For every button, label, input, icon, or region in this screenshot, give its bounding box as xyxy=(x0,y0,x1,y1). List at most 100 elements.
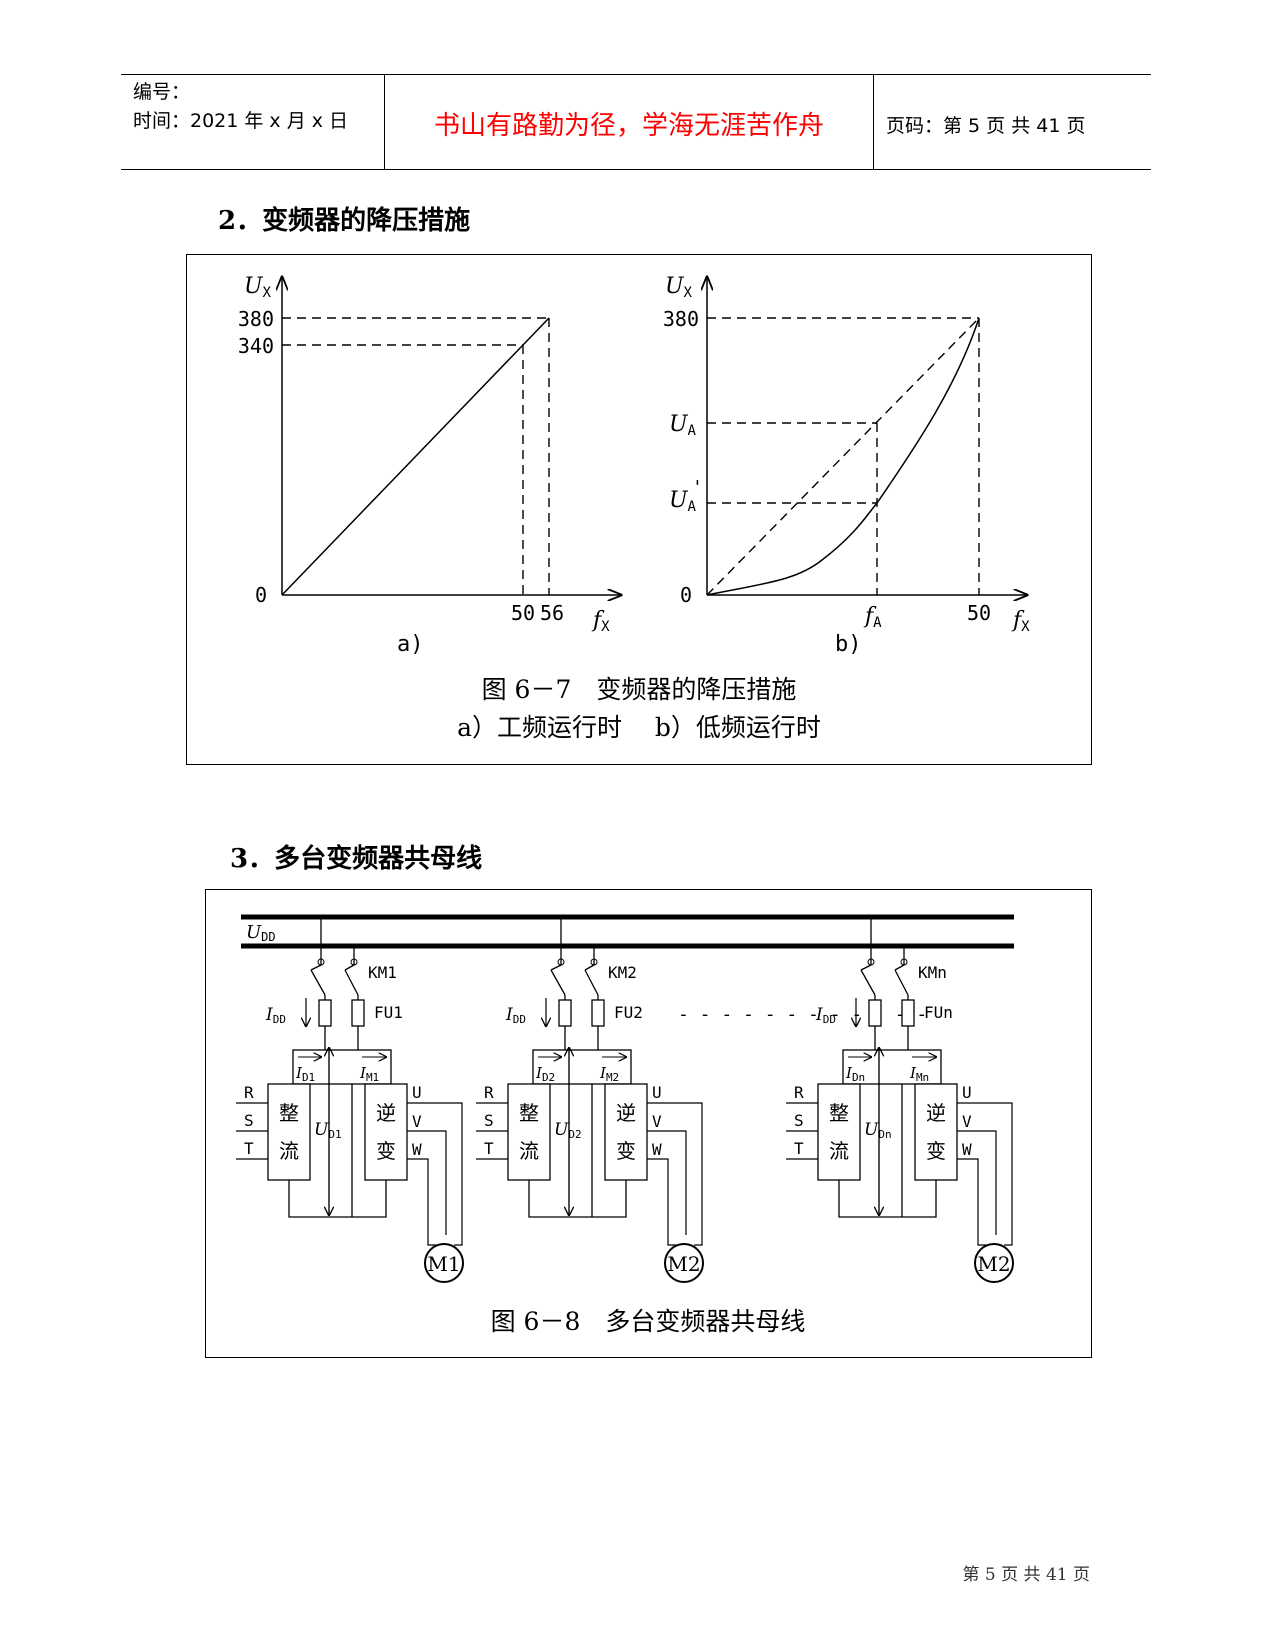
unit-dc-frame-top xyxy=(292,1049,392,1085)
unit-n: KMn FUn IDD IDn IMn 整 流 逆 变 UDn R S T U … xyxy=(786,917,1014,1283)
b-y-axis-label: UX xyxy=(665,274,693,301)
unit-rectifier-label-1: 整 xyxy=(279,1101,299,1125)
unit-inverter-box xyxy=(364,1083,408,1181)
b-ua-label: UA xyxy=(669,412,697,439)
a-x-axis-label: fX xyxy=(591,608,610,635)
unit-rectifier-box xyxy=(267,1083,311,1181)
unit-t-label: T xyxy=(794,1139,804,1158)
unit-fuse-left xyxy=(318,999,332,1027)
figure-6-7-svg: UX 380 340 0 50 56 fX a) UX 380 UA UA' 0… xyxy=(238,274,1030,742)
figure-6-7-caption-line2: a）工频运行时 b）低频运行时 xyxy=(457,713,821,742)
unit-ud-label: UDn xyxy=(864,1120,892,1141)
b-x-axis-label: fX xyxy=(1011,608,1030,635)
unit-inverter-label-2: 变 xyxy=(926,1139,946,1163)
unit-fuse-right xyxy=(351,999,365,1027)
header-cell-meta: 编号： 时间：2021 年 x 月 x 日 xyxy=(121,75,385,169)
unit-rectifier-label-1: 整 xyxy=(829,1101,849,1125)
unit-w-label: W xyxy=(412,1140,422,1159)
unit-w-label: W xyxy=(962,1140,972,1159)
unit-switch-contacts xyxy=(310,964,359,996)
unit-im-label: IMn xyxy=(909,1064,929,1084)
unit-s-label: S xyxy=(794,1111,804,1130)
unit-u-label: U xyxy=(652,1083,662,1102)
unit-u-label: U xyxy=(962,1083,972,1102)
b-fa-label: fA xyxy=(863,604,882,631)
unit-v-label: V xyxy=(412,1112,422,1131)
header-table: 编号： 时间：2021 年 x 月 x 日 书山有路勤为径，学海无涯苦作舟 页码… xyxy=(121,74,1151,170)
a-tick-340: 340 xyxy=(238,334,274,358)
a-vf-line xyxy=(281,317,550,596)
a-tick-50: 50 xyxy=(511,601,535,625)
unit-inverter-label-2: 变 xyxy=(616,1139,636,1163)
unit-motor-circle xyxy=(664,1243,704,1283)
unit-s-label: S xyxy=(484,1111,494,1130)
unit-km-label: KM1 xyxy=(368,963,397,982)
unit-t-label: T xyxy=(484,1139,494,1158)
page-code: 页码：第 5 页 共 41 页 xyxy=(886,115,1086,137)
unit-idd-label: IDD xyxy=(265,1005,286,1026)
section-2-heading: 2．变频器的降压措施 xyxy=(218,206,471,236)
a-panel-label: a) xyxy=(397,632,424,657)
figure-6-8: UDD - - - - - - - - - - - - KM1 FU1 IDD … xyxy=(205,889,1092,1358)
unit-ud-label: UD1 xyxy=(314,1120,342,1141)
a-y-axis-label: UX xyxy=(244,274,272,301)
section-3-heading: 3．多台变频器共母线 xyxy=(230,844,483,874)
panel-a: UX 380 340 0 50 56 fX a) xyxy=(238,274,621,657)
unit-w-label: W xyxy=(652,1140,662,1159)
unit-inverter-label-1: 逆 xyxy=(616,1101,636,1125)
b-panel-label: b) xyxy=(835,632,862,657)
unit-motor-circle xyxy=(424,1243,464,1283)
unit-r-label: R xyxy=(484,1083,494,1102)
a-guide-lines xyxy=(282,317,550,595)
unit-fu-label: FU1 xyxy=(374,1003,403,1022)
b-tick-380: 380 xyxy=(663,307,699,331)
figure-6-8-svg: UDD - - - - - - - - - - - - KM1 FU1 IDD … xyxy=(236,914,1014,1336)
unit-id-label: ID1 xyxy=(295,1064,315,1084)
a-tick-380: 380 xyxy=(238,307,274,331)
unit-im-label: IM2 xyxy=(599,1064,619,1084)
unit-t-label: T xyxy=(244,1139,254,1158)
unit-inverter-label-1: 逆 xyxy=(926,1101,946,1125)
unit-im-label: IM1 xyxy=(359,1064,379,1084)
serial-number-label: 编号： xyxy=(133,81,191,103)
header-cell-page: 页码：第 5 页 共 41 页 xyxy=(874,75,1151,169)
unit-rectifier-label-1: 整 xyxy=(519,1101,539,1125)
page-footer: 第 5 页 共 41 页 xyxy=(962,1565,1090,1585)
unit-r-label: R xyxy=(794,1083,804,1102)
date-label: 时间：2021 年 x 月 x 日 xyxy=(133,110,349,132)
figure-6-8-caption: 图 6－8 多台变频器共母线 xyxy=(491,1307,806,1336)
panel-b: UX 380 UA UA' 0 fA 50 fX b) xyxy=(663,274,1030,657)
unit-idd-label: IDD xyxy=(815,1005,836,1026)
unit-dc-frame-bottom xyxy=(288,1180,387,1218)
figure-6-7: UX 380 340 0 50 56 fX a) UX 380 UA UA' 0… xyxy=(186,254,1092,765)
ellipsis-dashes: - - - - - - - - - - - - xyxy=(678,1004,927,1025)
unit-ud-label: UD2 xyxy=(554,1120,582,1141)
unit-inverter-label-1: 逆 xyxy=(376,1101,396,1125)
unit-rectifier-label-2: 流 xyxy=(519,1139,539,1163)
a-tick-56: 56 xyxy=(540,601,564,625)
unit-km-label: KM2 xyxy=(608,963,637,982)
b-tick-50: 50 xyxy=(967,601,991,625)
unit-id-label: ID2 xyxy=(535,1064,555,1084)
unit-motor-label: M2 xyxy=(667,1252,700,1276)
b-guide-lines xyxy=(706,317,980,596)
bus-label: UDD xyxy=(246,922,276,944)
unit-km-label: KMn xyxy=(918,963,947,982)
b-origin: 0 xyxy=(680,583,692,607)
unit-u-label: U xyxy=(412,1083,422,1102)
unit-v-label: V xyxy=(652,1112,662,1131)
header-cell-motto: 书山有路勤为径，学海无涯苦作舟 xyxy=(385,75,874,169)
unit-motor-label: M2 xyxy=(977,1252,1010,1276)
unit-inverter-label-2: 变 xyxy=(376,1139,396,1163)
unit-r-label: R xyxy=(244,1083,254,1102)
unit-idd-label: IDD xyxy=(505,1005,526,1026)
unit-motor-label: M1 xyxy=(427,1252,460,1276)
unit-1: KM1 FU1 IDD ID1 IM1 整 流 逆 变 UD1 R S T U … xyxy=(236,917,464,1283)
unit-motor-circle xyxy=(974,1243,1014,1283)
unit-rectifier-label-2: 流 xyxy=(279,1139,299,1163)
unit-fu-label: FUn xyxy=(924,1003,953,1022)
unit-id-label: IDn xyxy=(845,1064,865,1084)
unit-2: KM2 FU2 IDD ID2 IM2 整 流 逆 变 UD2 R S T U … xyxy=(476,917,704,1283)
b-ua-prime-label: UA' xyxy=(669,477,703,515)
a-origin: 0 xyxy=(255,583,267,607)
